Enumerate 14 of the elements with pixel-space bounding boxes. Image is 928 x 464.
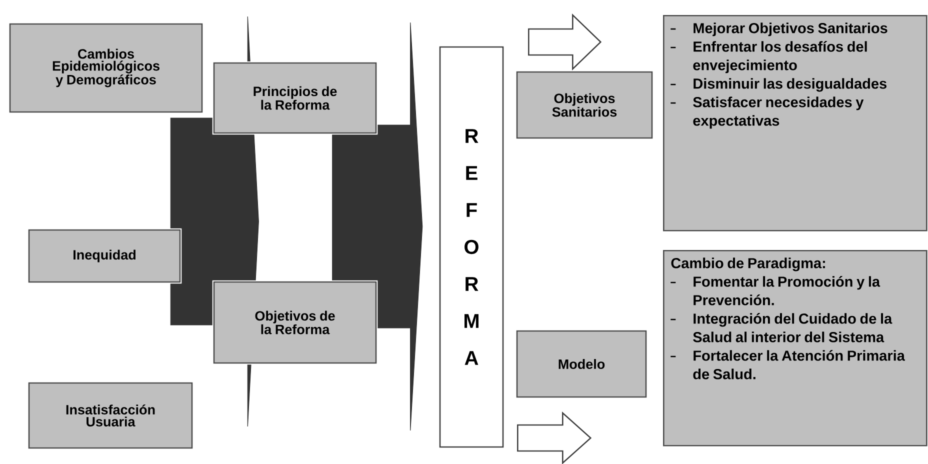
reform-box: R E F O R M A [439,46,504,448]
chevron-arrow [332,22,423,431]
process-box: Modelo [516,330,647,398]
list-box: Cambio de Paradigma: Fomentar la Promoción y la Prevención. Integración del Cuidado de la Salud al interior del Sistema Fortalecer la Atención Primaria de Salud. [663,250,928,446]
process-box: Inequidad [28,229,181,283]
process-box: Objetivos Sanitarios [516,71,653,139]
process-box: Objetivos de la Reforma [213,281,377,364]
list-box: Mejorar Objetivos Sanitarios Enfrentar los desafíos del envejecimiento Disminuir las desigualdades Satisfacer necesidades y expectativas [663,15,928,232]
process-box: Insatisfacción Usuaria [28,382,193,449]
process-box: Principios de la Reforma [213,62,377,134]
block-arrow [528,13,602,71]
block-arrow [517,412,592,464]
chevron-arrow [170,16,259,427]
process-box: Cambios Epidemiológicos y Demográficos [9,23,203,113]
